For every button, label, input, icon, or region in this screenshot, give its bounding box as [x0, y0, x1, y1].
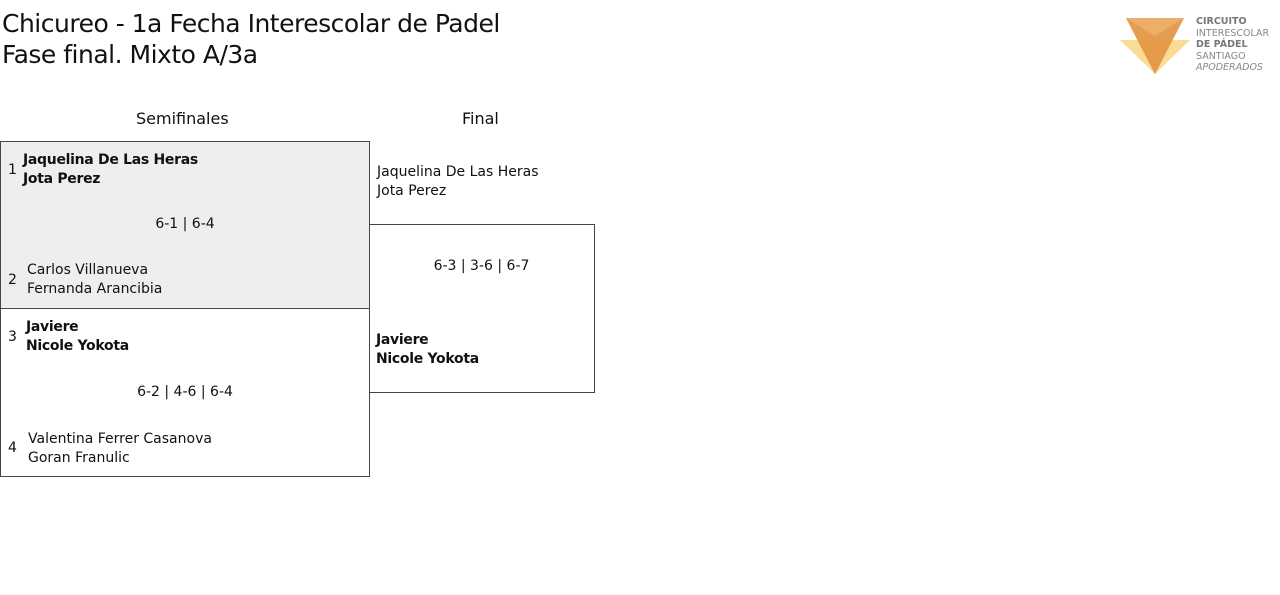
seed: 2 — [8, 272, 17, 288]
match-score: 6-2 | 4-6 | 6-4 — [137, 384, 233, 400]
player: Nicole Yokota — [376, 351, 479, 367]
seed: 3 — [8, 329, 17, 345]
fox-logo-icon — [1120, 18, 1190, 74]
player: Carlos Villanueva — [27, 262, 149, 278]
player: Jota Perez — [23, 171, 101, 187]
logo-line: DE PÁDEL — [1196, 39, 1248, 50]
player: Nicole Yokota — [26, 338, 129, 354]
logo: CIRCUITO INTERESCOLAR DE PÁDEL SANTIAGO … — [1118, 14, 1278, 76]
player: Fernanda Arancibia — [27, 281, 163, 297]
logo-line: APODERADOS — [1196, 62, 1263, 73]
column-header-semis: Semifinales — [136, 109, 229, 128]
logo-line: CIRCUITO — [1196, 16, 1247, 27]
player: Jota Perez — [377, 183, 447, 199]
title-line-1: Chicureo - 1a Fecha Interescolar de Pade… — [2, 9, 500, 38]
player: Javiere — [376, 332, 429, 348]
player: Javiere — [26, 319, 79, 335]
match-score: 6-3 | 3-6 | 6-7 — [433, 258, 530, 274]
logo-line: INTERESCOLAR — [1196, 27, 1270, 39]
seed: 1 — [8, 162, 17, 178]
title-line-2: Fase final. Mixto A/3a — [2, 40, 258, 69]
player: Jaquelina De Las Heras — [23, 152, 198, 168]
logo-line: SANTIAGO — [1196, 50, 1246, 62]
player: Valentina Ferrer Casanova — [28, 431, 212, 447]
page-title: Chicureo - 1a Fecha Interescolar de Pade… — [2, 8, 500, 70]
player: Goran Franulic — [28, 450, 130, 466]
column-header-final: Final — [462, 109, 499, 128]
match-score: 6-1 | 6-4 — [155, 216, 215, 232]
seed: 4 — [8, 440, 17, 456]
player: Jaquelina De Las Heras — [377, 164, 539, 180]
